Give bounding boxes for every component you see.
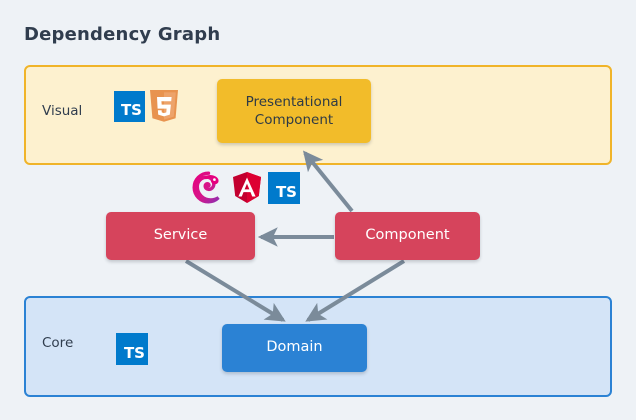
edge-service-to-domain xyxy=(184,259,286,322)
layer-label-core: Core xyxy=(42,335,74,351)
node-label: Service xyxy=(153,227,208,244)
typescript-icon: TS xyxy=(114,91,145,122)
typescript-icon: TS xyxy=(116,333,148,365)
typescript-icon-label: TS xyxy=(275,183,297,201)
node-label-line1: Presentational xyxy=(245,93,343,110)
layer-label-visual: Visual xyxy=(42,103,83,119)
node-component[interactable]: Component xyxy=(335,212,480,260)
node-presentational-component[interactable]: Presentational Component xyxy=(217,79,371,143)
node-label: Component xyxy=(365,227,450,244)
typescript-icon: TS xyxy=(268,172,300,204)
node-domain[interactable]: Domain xyxy=(222,324,367,372)
edge-component-to-domain xyxy=(305,259,406,322)
edge-component-to-presentational xyxy=(302,150,354,213)
typescript-icon-label: TS xyxy=(120,101,142,119)
node-label: Domain xyxy=(266,339,323,356)
node-label-line2: Component xyxy=(254,112,334,128)
page-title: Dependency Graph xyxy=(24,24,221,45)
typescript-icon-label: TS xyxy=(123,344,145,362)
rxjs-icon xyxy=(192,171,225,204)
node-service[interactable]: Service xyxy=(106,212,255,260)
html5-icon xyxy=(147,89,181,124)
angular-icon xyxy=(231,171,263,204)
